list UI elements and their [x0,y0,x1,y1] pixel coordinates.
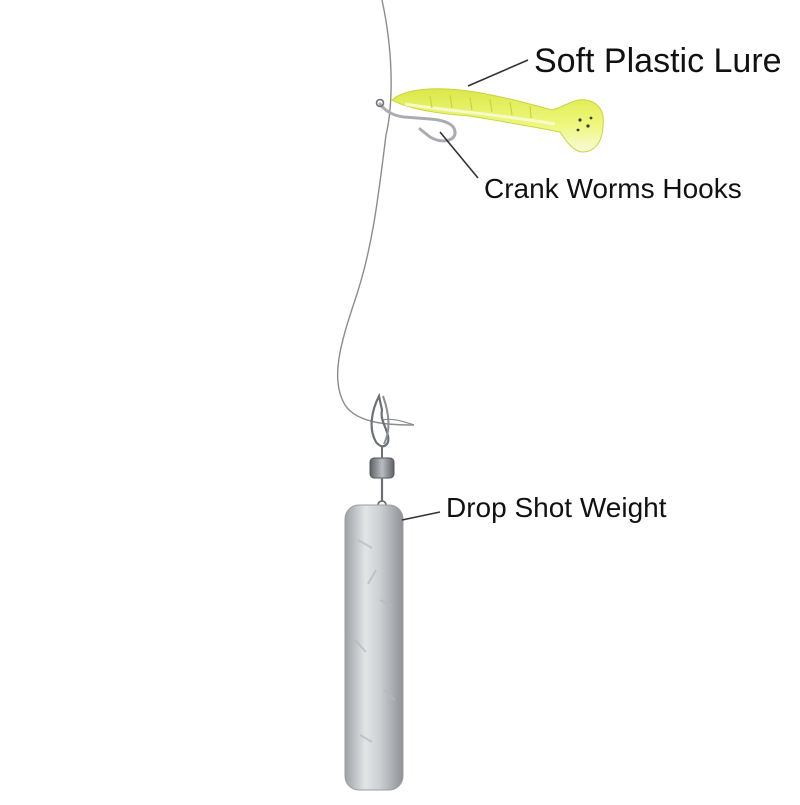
crank-worm-hook-icon [375,98,457,143]
fishing-line [336,0,415,426]
soft-plastic-lure-icon [391,88,604,153]
drop-shot-weight-icon [344,504,404,791]
hooks-leader-line [439,131,479,179]
weight-label: Drop Shot Weight [446,492,667,523]
snap-swivel-icon [369,392,395,510]
line-to-swivel [382,418,415,426]
hooks-label: Crank Worms Hooks [484,173,742,204]
weight-leader-line [401,511,441,521]
lure-label: Soft Plastic Lure [534,42,782,80]
lure-leader-line [467,59,529,87]
